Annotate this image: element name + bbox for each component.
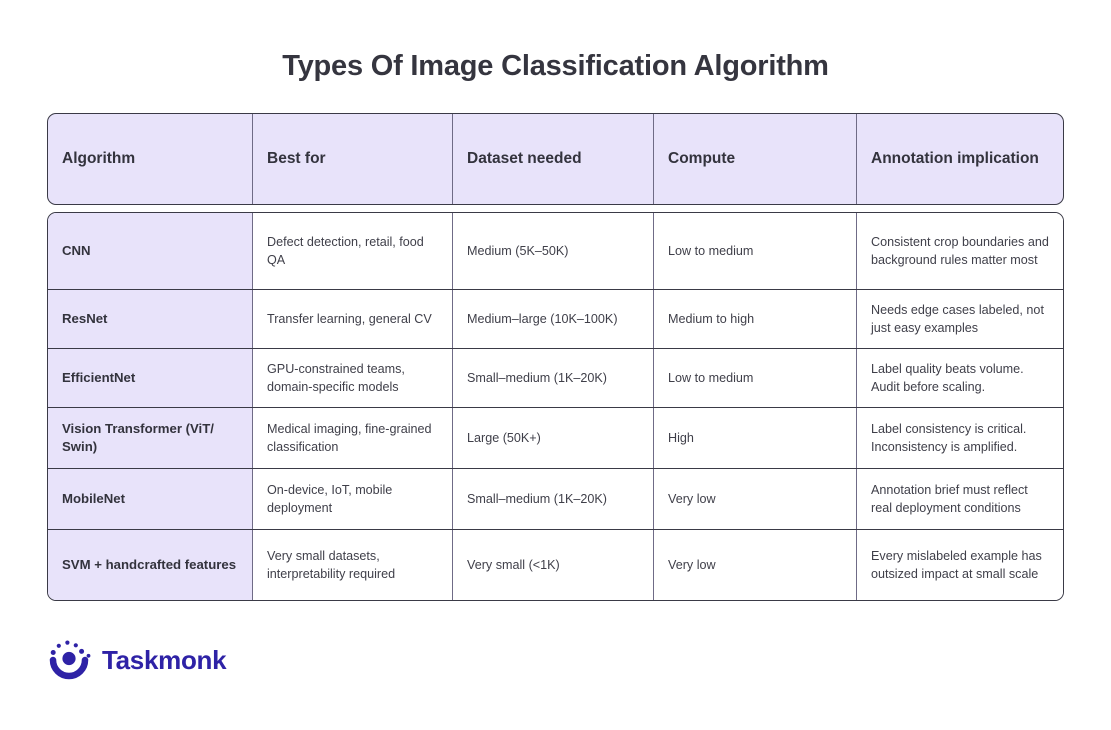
page-title: Types Of Image Classification Algorithm: [282, 50, 829, 82]
cell-annotation-implication: Every mislabeled example has outsized im…: [857, 530, 1063, 600]
table-row: ResNet Transfer learning, general CV Med…: [48, 290, 1063, 349]
cell-best-for: Transfer learning, general CV: [253, 290, 453, 348]
cell-compute: Very low: [654, 530, 857, 600]
table-row: CNN Defect detection, retail, food QA Me…: [48, 213, 1063, 290]
cell-compute: Medium to high: [654, 290, 857, 348]
cell-best-for: On-device, IoT, mobile deployment: [253, 469, 453, 529]
column-header-best-for: Best for: [253, 114, 453, 204]
cell-dataset-needed: Small–medium (1K–20K): [453, 469, 654, 529]
cell-best-for: GPU-constrained teams, domain-specific m…: [253, 349, 453, 407]
taskmonk-logo: Taskmonk: [47, 638, 227, 682]
column-header-compute: Compute: [654, 114, 857, 204]
cell-compute: High: [654, 408, 857, 468]
cell-annotation-implication: Label quality beats volume. Audit before…: [857, 349, 1063, 407]
cell-compute: Low to medium: [654, 349, 857, 407]
cell-algorithm: Vision Transformer (ViT/ Swin): [48, 408, 253, 468]
cell-dataset-needed: Very small (<1K): [453, 530, 654, 600]
cell-annotation-implication: Annotation brief must reflect real deplo…: [857, 469, 1063, 529]
column-header-dataset-needed: Dataset needed: [453, 114, 654, 204]
column-header-annotation-implication: Annotation implication: [871, 150, 1039, 168]
table-row: EfficientNet GPU-constrained teams, doma…: [48, 349, 1063, 408]
cell-algorithm: CNN: [48, 213, 253, 289]
cell-algorithm: ResNet: [48, 290, 253, 348]
cell-dataset-needed: Medium–large (10K–100K): [453, 290, 654, 348]
cell-best-for: Very small datasets, interpretability re…: [253, 530, 453, 600]
cell-annotation-implication: Consistent crop boundaries and backgroun…: [857, 213, 1063, 289]
cell-dataset-needed: Medium (5K–50K): [453, 213, 654, 289]
taskmonk-smile-icon: [47, 638, 91, 682]
table-header-row: Algorithm Best for Dataset needed Comput…: [47, 113, 1064, 205]
column-header-algorithm: Algorithm: [48, 114, 253, 204]
algorithm-comparison-table: Algorithm Best for Dataset needed Comput…: [47, 113, 1064, 601]
cell-dataset-needed: Small–medium (1K–20K): [453, 349, 654, 407]
cell-best-for: Medical imaging, fine-grained classifica…: [253, 408, 453, 468]
cell-annotation-implication: Needs edge cases labeled, not just easy …: [857, 290, 1063, 348]
cell-compute: Very low: [654, 469, 857, 529]
cell-algorithm: MobileNet: [48, 469, 253, 529]
cell-algorithm: EfficientNet: [48, 349, 253, 407]
table-row: MobileNet On-device, IoT, mobile deploym…: [48, 469, 1063, 530]
table-body: CNN Defect detection, retail, food QA Me…: [47, 212, 1064, 601]
cell-algorithm: SVM + handcrafted features: [48, 530, 253, 600]
taskmonk-wordmark: Taskmonk: [102, 644, 227, 675]
cell-best-for: Defect detection, retail, food QA: [253, 213, 453, 289]
table-row: SVM + handcrafted features Very small da…: [48, 530, 1063, 600]
cell-dataset-needed: Large (50K+): [453, 408, 654, 468]
cell-annotation-implication: Label consistency is critical. Inconsist…: [857, 408, 1063, 468]
cell-compute: Low to medium: [654, 213, 857, 289]
table-row: Vision Transformer (ViT/ Swin) Medical i…: [48, 408, 1063, 469]
